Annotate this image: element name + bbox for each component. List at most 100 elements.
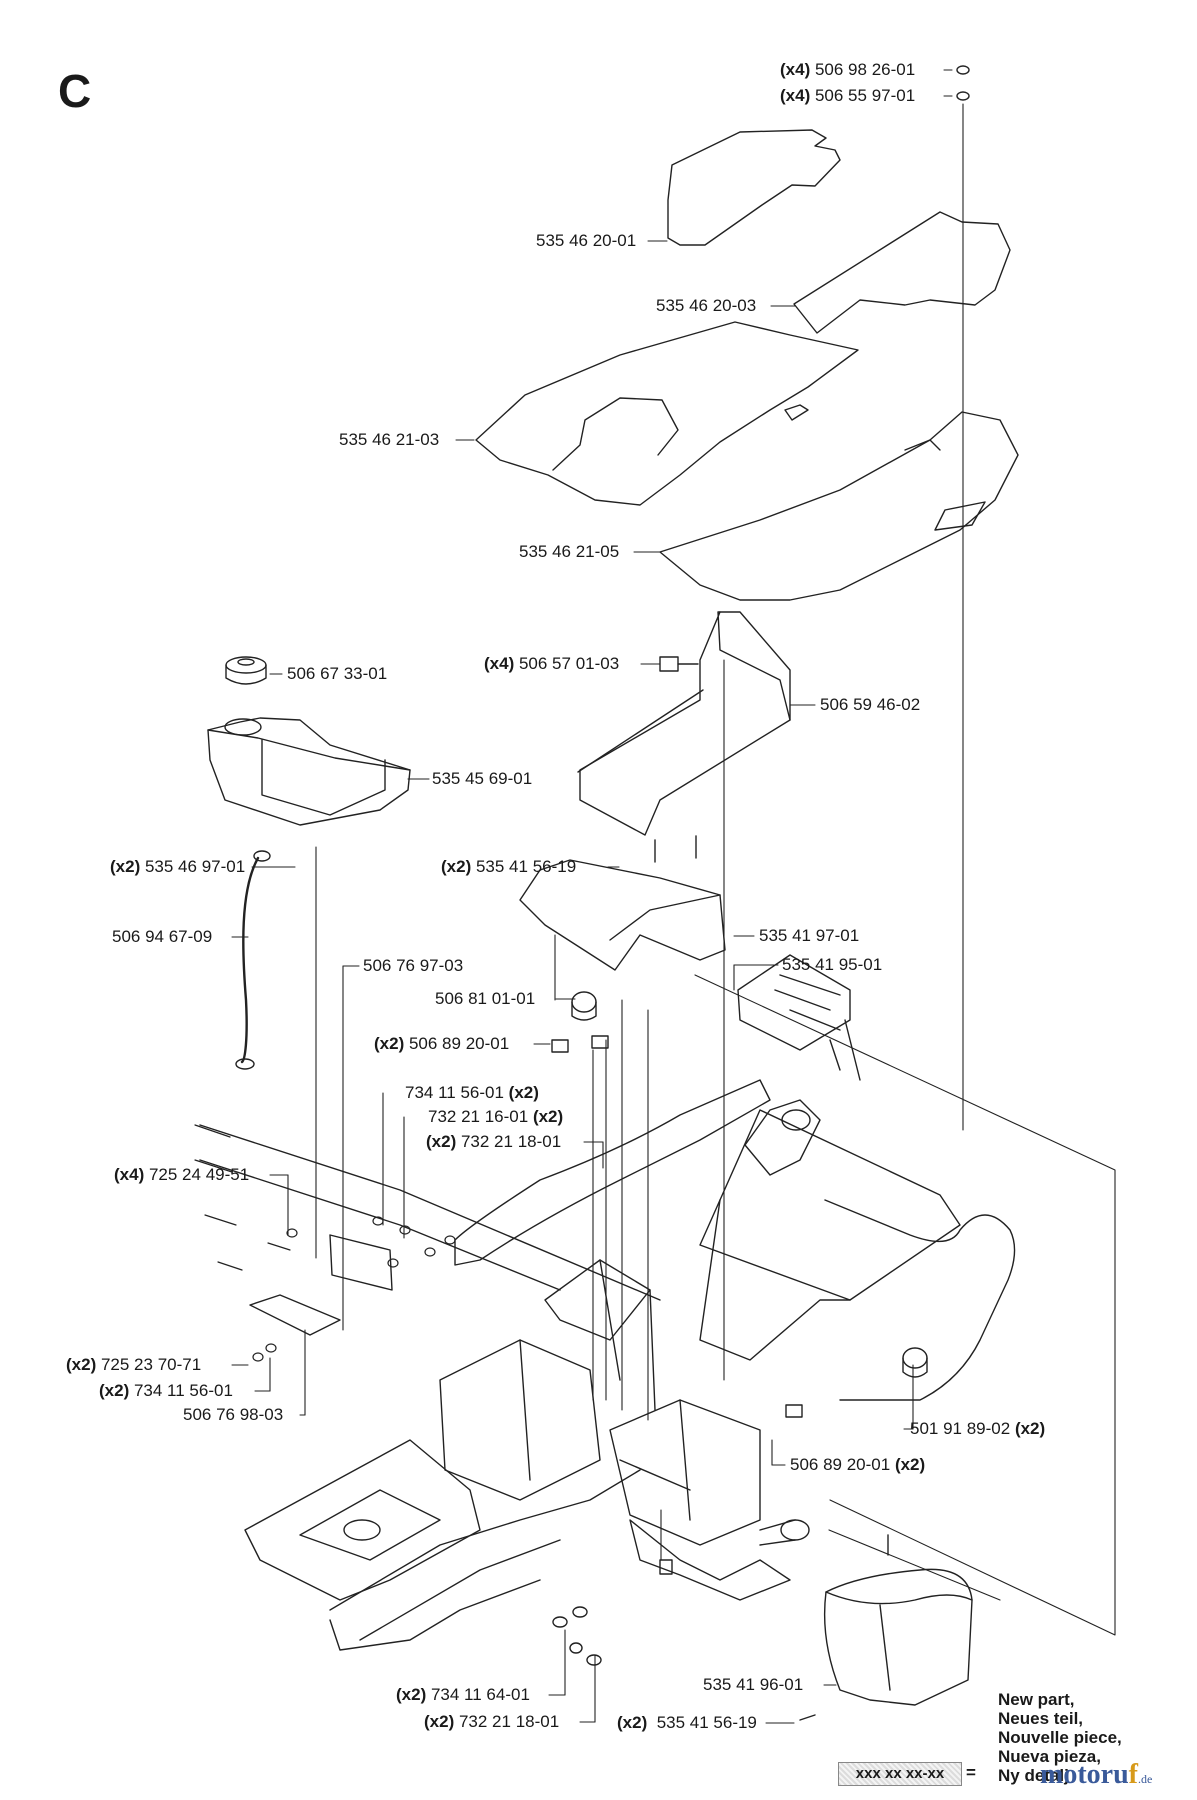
qty: (x2) — [441, 857, 472, 876]
part-number: 506 98 26-01 — [814, 60, 916, 79]
callout-p20[interactable]: 732 21 16-01 (x2) — [428, 1107, 563, 1127]
callout-p01[interactable]: (x4) 506 98 26-01 — [780, 60, 915, 80]
callout-p23[interactable]: (x2) 725 23 70-71 — [66, 1355, 201, 1375]
qty: (x2) — [426, 1132, 457, 1151]
callout-p03[interactable]: 535 46 20-01 — [536, 231, 636, 251]
screw-535-41-56-19-lower — [799, 1534, 889, 1721]
part-535-41-96-01 — [823, 1568, 973, 1706]
callout-p05[interactable]: 535 46 21-03 — [339, 430, 439, 450]
callout-p29[interactable]: (x2) 734 11 64-01 — [396, 1685, 530, 1705]
part-number: 535 41 96-01 — [703, 1675, 804, 1694]
part-number: 535 41 56-19 — [656, 1713, 757, 1732]
callout-p06[interactable]: 535 46 21-05 — [519, 542, 619, 562]
part-number: 506 55 97-01 — [814, 86, 916, 105]
callout-p12[interactable]: (x2) 535 41 56-19 — [441, 857, 576, 877]
part-number: 535 46 21-05 — [519, 542, 620, 561]
qty: (x4) — [114, 1165, 145, 1184]
seat-slot — [784, 404, 809, 421]
section-letter: C — [58, 65, 92, 117]
legend-line: Ny detalj — [998, 1766, 1069, 1785]
bracket-fold — [577, 689, 704, 773]
callout-p08[interactable]: 506 59 46-02 — [820, 695, 920, 715]
qty: (x2) — [374, 1034, 405, 1053]
qty: (x4) — [484, 654, 515, 673]
part-number: 732 21 18-01 — [458, 1712, 560, 1731]
part-535-46-20-01 — [667, 129, 841, 246]
bolt-506-57-01-03 — [659, 656, 699, 672]
callout-p18[interactable]: (x2) 506 89 20-01 — [374, 1034, 509, 1054]
watermark-logo: motoruf.de — [1040, 1760, 1152, 1794]
part-number: 725 23 70-71 — [100, 1355, 202, 1374]
hose-clamp — [235, 1058, 255, 1070]
callout-p22[interactable]: (x4) 725 24 49-51 — [114, 1165, 249, 1185]
callout-p02[interactable]: (x4) 506 55 97-01 — [780, 86, 915, 106]
part-number: 535 46 97-01 — [144, 857, 246, 876]
nuts-lower — [552, 1606, 602, 1666]
callout-p19[interactable]: 734 11 56-01 (x2) — [405, 1083, 539, 1103]
legend-equals: = — [966, 1763, 976, 1782]
qty: (x2) — [508, 1083, 539, 1102]
part-506-67-33-01 — [225, 656, 267, 685]
callout-p11[interactable]: (x2) 535 46 97-01 — [110, 857, 245, 877]
clip-bottom — [659, 1559, 673, 1575]
part-number: 506 57 01-03 — [518, 654, 620, 673]
guide-box — [694, 974, 1116, 1636]
qty: (x2) — [1014, 1419, 1046, 1438]
part-number: 535 45 69-01 — [432, 769, 533, 788]
part-501-91-89-02 — [902, 1347, 928, 1378]
callout-p13[interactable]: 506 94 67-09 — [112, 927, 212, 947]
hose-clip — [253, 850, 271, 862]
qty: (x2) — [396, 1685, 427, 1704]
callout-p25[interactable]: 506 76 98-03 — [183, 1405, 283, 1425]
callout-p21[interactable]: (x2) 732 21 18-01 — [426, 1132, 561, 1152]
part-number: 506 94 67-09 — [112, 927, 213, 946]
screw-535-41-56-19-top — [654, 835, 697, 863]
callout-p17[interactable]: 506 81 01-01 — [435, 989, 535, 1009]
qty: (x2) — [424, 1712, 455, 1731]
bolts-left — [194, 1124, 456, 1362]
callout-p28[interactable]: 535 41 96-01 — [703, 1675, 803, 1695]
part-number: 535 41 56-19 — [475, 857, 577, 876]
qty: (x4) — [780, 60, 811, 79]
part-number: 535 41 97-01 — [759, 926, 860, 945]
callout-p07[interactable]: (x4) 506 57 01-03 — [484, 654, 619, 674]
new-part-legend: New part, Neues teil, Nouvelle piece, Nu… — [998, 1690, 1122, 1785]
qty: (x2) — [99, 1381, 130, 1400]
qty: (x2) — [66, 1355, 97, 1374]
part-number: 506 76 97-03 — [363, 956, 464, 975]
part-number: 535 41 95-01 — [782, 955, 883, 974]
part-number: 506 89 20-01 — [790, 1455, 891, 1474]
callout-p27[interactable]: 506 89 20-01 (x2) — [790, 1455, 925, 1475]
clip-506-89-20-01 — [551, 1035, 609, 1053]
part-number: 506 59 46-02 — [820, 695, 921, 714]
callout-p26[interactable]: 501 91 89-02 (x2) — [910, 1419, 1045, 1439]
part-506-94-67-09 — [240, 856, 260, 1064]
callout-p31[interactable]: (x2) 535 41 56-19 — [617, 1713, 757, 1733]
legend-line: New part, — [998, 1690, 1075, 1709]
callout-p24[interactable]: (x2) 734 11 56-01 — [99, 1381, 233, 1401]
bracket-side — [719, 611, 791, 721]
part-number: 734 11 56-01 — [405, 1083, 504, 1102]
callout-p09[interactable]: 506 67 33-01 — [287, 664, 387, 684]
qty: (x4) — [780, 86, 811, 105]
part-number: 535 46 20-01 — [536, 231, 637, 250]
callout-p14[interactable]: 535 41 97-01 — [759, 926, 859, 946]
legend-line: Nueva pieza, — [998, 1747, 1101, 1766]
callout-p15[interactable]: 506 76 97-03 — [363, 956, 463, 976]
part-number: 535 46 21-03 — [339, 430, 440, 449]
part-535-41-97-01 — [519, 859, 726, 971]
qty: (x2) — [894, 1455, 926, 1474]
part-number: 506 67 33-01 — [287, 664, 388, 683]
callout-p10[interactable]: 535 45 69-01 — [432, 769, 532, 789]
leader-lines — [231, 69, 964, 1724]
part-506-59-46-02 — [579, 611, 791, 836]
callout-p04[interactable]: 535 46 20-03 — [656, 296, 756, 316]
legend-code-box: xxx xx xx-xx — [838, 1762, 962, 1786]
legend-line: Nouvelle piece, — [998, 1728, 1122, 1747]
callout-p30[interactable]: (x2) 732 21 18-01 — [424, 1712, 559, 1732]
part-number: 725 24 49-51 — [148, 1165, 250, 1184]
callout-p16[interactable]: 535 41 95-01 — [782, 955, 882, 975]
qty: (x2) — [110, 857, 141, 876]
